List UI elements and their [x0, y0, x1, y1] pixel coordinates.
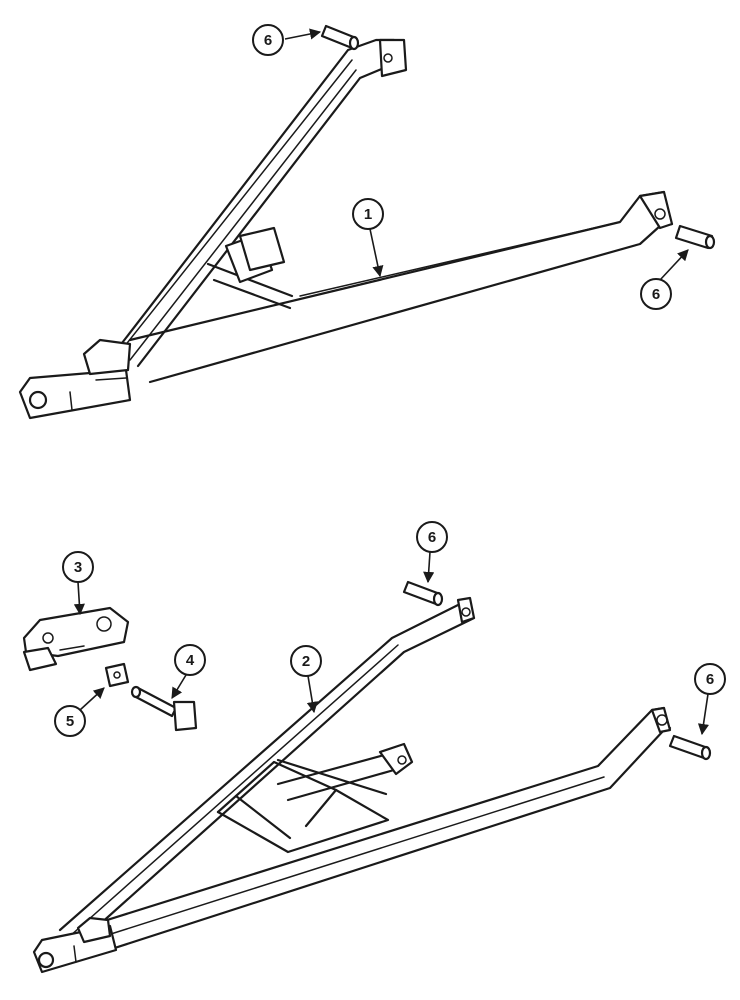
callout-1: 1 — [352, 198, 384, 278]
callout-label: 2 — [302, 653, 310, 670]
callout-label: 6 — [706, 671, 714, 688]
callout-label: 6 — [652, 286, 660, 303]
callout-label: 5 — [66, 713, 74, 730]
callout-label: 6 — [264, 32, 272, 49]
pin-6-lower-top — [402, 580, 444, 607]
hitch-frame-1 — [18, 38, 674, 420]
clevis-part-3 — [22, 606, 130, 672]
callout-label: 6 — [428, 529, 436, 546]
pin-6-lower-right — [668, 734, 712, 761]
pin-6-upper-top — [320, 24, 360, 51]
pin-6-upper-right — [674, 224, 716, 250]
washer-part-5 — [104, 662, 130, 688]
callout-6-lower-right: 6 — [694, 663, 726, 736]
pin-part-4 — [130, 685, 198, 732]
callout-3: 3 — [62, 551, 94, 616]
callout-6-lower-top: 6 — [416, 521, 448, 584]
callout-6-top: 6 — [252, 24, 322, 56]
callout-5: 5 — [54, 687, 105, 737]
callout-6-upper-right: 6 — [640, 249, 689, 310]
callout-label: 3 — [74, 559, 82, 576]
callout-label: 4 — [186, 652, 195, 669]
callout-label: 1 — [364, 206, 372, 223]
hitch-frame-2 — [32, 596, 672, 974]
callout-4: 4 — [171, 644, 206, 699]
callout-2: 2 — [290, 645, 322, 714]
